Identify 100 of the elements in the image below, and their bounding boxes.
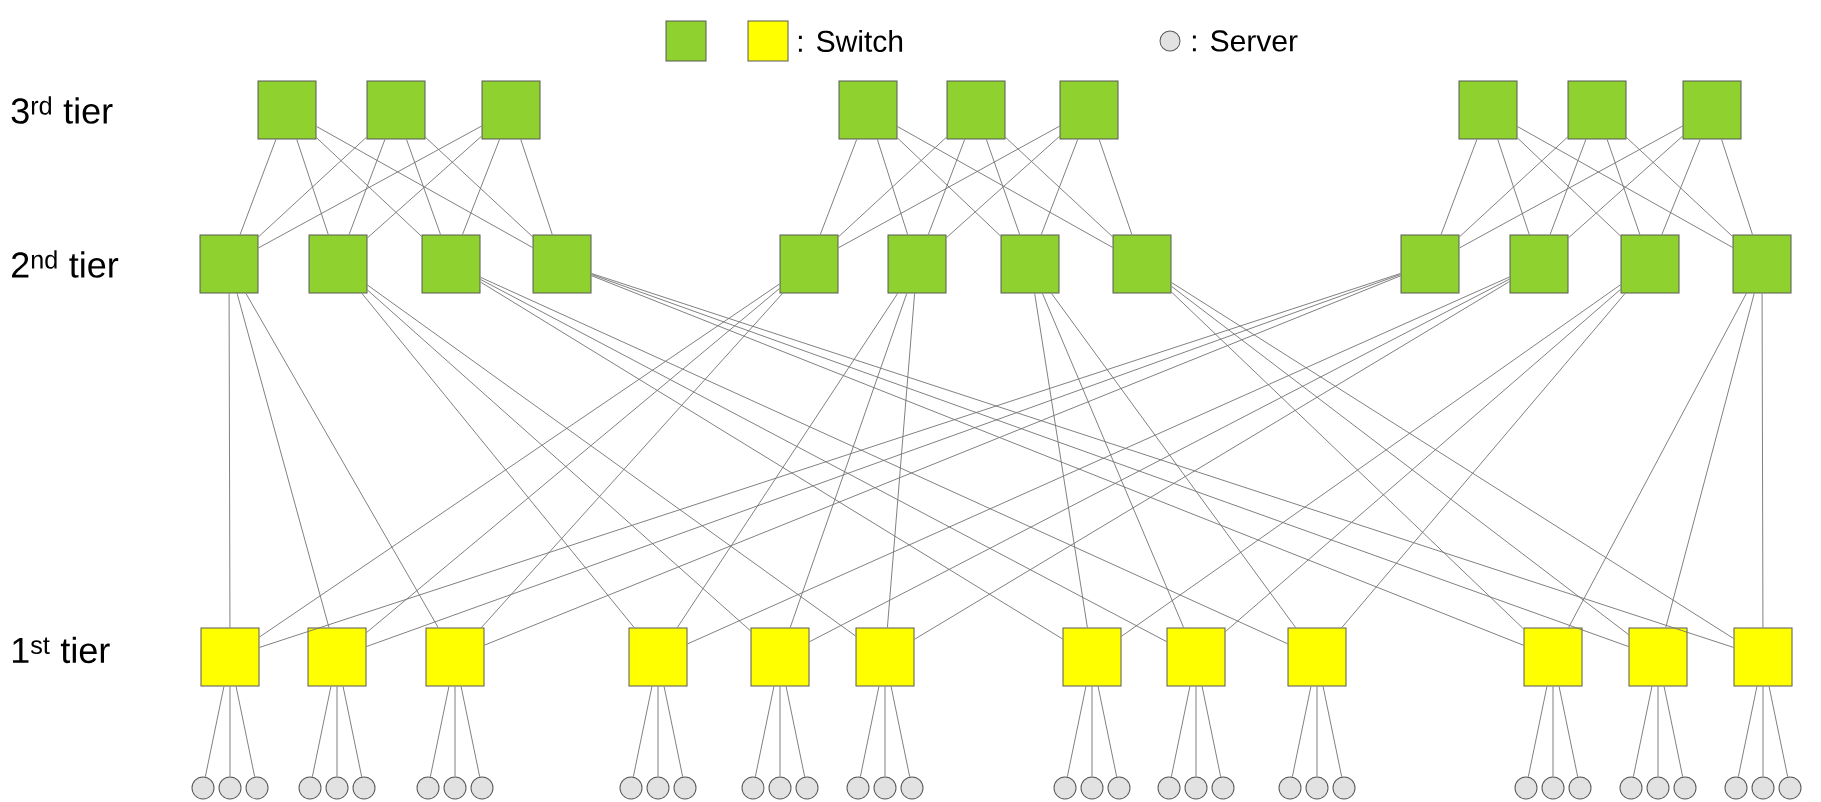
switch-box <box>1732 234 1792 294</box>
switch-box <box>532 234 592 294</box>
link-line <box>1568 135 1683 239</box>
server-circle <box>1080 776 1104 800</box>
link-line <box>946 135 1060 239</box>
link-line <box>229 686 231 777</box>
link-line <box>1663 686 1684 778</box>
server-circle <box>1053 776 1077 800</box>
server-circle <box>873 776 897 800</box>
link-line <box>235 686 256 778</box>
server-circle <box>1278 776 1302 800</box>
server-circle <box>1184 776 1208 800</box>
link-line <box>897 126 1113 248</box>
switch-box <box>257 80 317 140</box>
link-line <box>1042 293 1185 628</box>
server-circle <box>795 776 819 800</box>
switch-box <box>855 627 915 687</box>
link-line <box>245 293 439 628</box>
link-line <box>1632 686 1653 778</box>
server-circle <box>1514 776 1538 800</box>
link-line <box>259 283 780 638</box>
link-line <box>1091 686 1093 777</box>
link-line <box>311 686 332 778</box>
link-line <box>897 137 1001 237</box>
switch-box <box>1620 234 1680 294</box>
link-line <box>1195 686 1197 777</box>
tier-label: 2$^{nd}$ tier <box>12 250 119 278</box>
switch-box <box>1400 234 1460 294</box>
server-circle <box>646 776 670 800</box>
server-circle <box>1619 776 1643 800</box>
link-line <box>819 139 858 235</box>
server-circle <box>443 776 467 800</box>
link-line <box>884 686 886 777</box>
server-circle <box>900 776 924 800</box>
server-circle <box>298 776 322 800</box>
link-line <box>258 125 482 249</box>
link-line <box>785 686 806 778</box>
switch-box <box>366 80 426 140</box>
link-line <box>316 137 422 237</box>
server-circle <box>1107 776 1131 800</box>
link-line <box>927 139 966 235</box>
link-line <box>1097 686 1118 778</box>
link-line <box>985 139 1021 235</box>
link-line <box>1552 686 1554 777</box>
switch-box <box>1628 627 1688 687</box>
link-line <box>1040 139 1079 235</box>
server-circle <box>1778 776 1802 800</box>
link-line <box>1201 686 1222 778</box>
link-line <box>239 139 277 235</box>
link-line <box>204 686 225 778</box>
link-line <box>296 139 329 235</box>
switch-box <box>1458 80 1518 140</box>
link-line <box>1171 291 1524 630</box>
link-line <box>838 136 947 238</box>
link-line <box>348 139 386 235</box>
link-line <box>520 139 553 235</box>
switch-box <box>750 627 810 687</box>
switch-box <box>946 80 1006 140</box>
link-line <box>1568 293 1747 628</box>
link-line <box>859 686 880 778</box>
switch-box <box>628 627 688 687</box>
link-line <box>1171 282 1734 639</box>
server-circle <box>1673 776 1697 800</box>
switch-box <box>1287 627 1347 687</box>
link-line <box>779 686 781 777</box>
link-line <box>1721 139 1753 235</box>
link-line <box>890 686 911 778</box>
link-line <box>236 293 330 628</box>
link-line <box>754 686 775 778</box>
switch-box <box>1062 627 1122 687</box>
link-line <box>342 686 363 778</box>
link-line <box>1606 139 1641 235</box>
switch-box <box>421 234 481 294</box>
link-line <box>789 293 908 628</box>
link-line <box>258 136 367 238</box>
link-line <box>1459 125 1683 249</box>
link-line <box>406 139 441 235</box>
link-line <box>1005 136 1113 238</box>
link-line <box>838 125 1060 249</box>
switch-box <box>1112 234 1172 294</box>
link-line <box>914 281 1510 640</box>
server-circle <box>1305 776 1329 800</box>
switch-box <box>1682 80 1742 140</box>
link-line <box>886 293 916 628</box>
server-circle <box>1157 776 1181 800</box>
link-line <box>1291 686 1312 778</box>
link-line <box>876 139 909 235</box>
link-line <box>676 293 899 628</box>
link-line <box>367 135 482 239</box>
server-circle <box>218 776 242 800</box>
link-line <box>1761 293 1764 628</box>
link-line <box>1316 686 1318 777</box>
link-line <box>1661 139 1701 235</box>
server-circle <box>1646 776 1670 800</box>
server-circle <box>1568 776 1592 800</box>
link-line <box>809 278 1510 643</box>
link-line <box>1517 126 1733 248</box>
server-circle <box>416 776 440 800</box>
link-line <box>1737 686 1758 778</box>
switch-box <box>308 234 368 294</box>
